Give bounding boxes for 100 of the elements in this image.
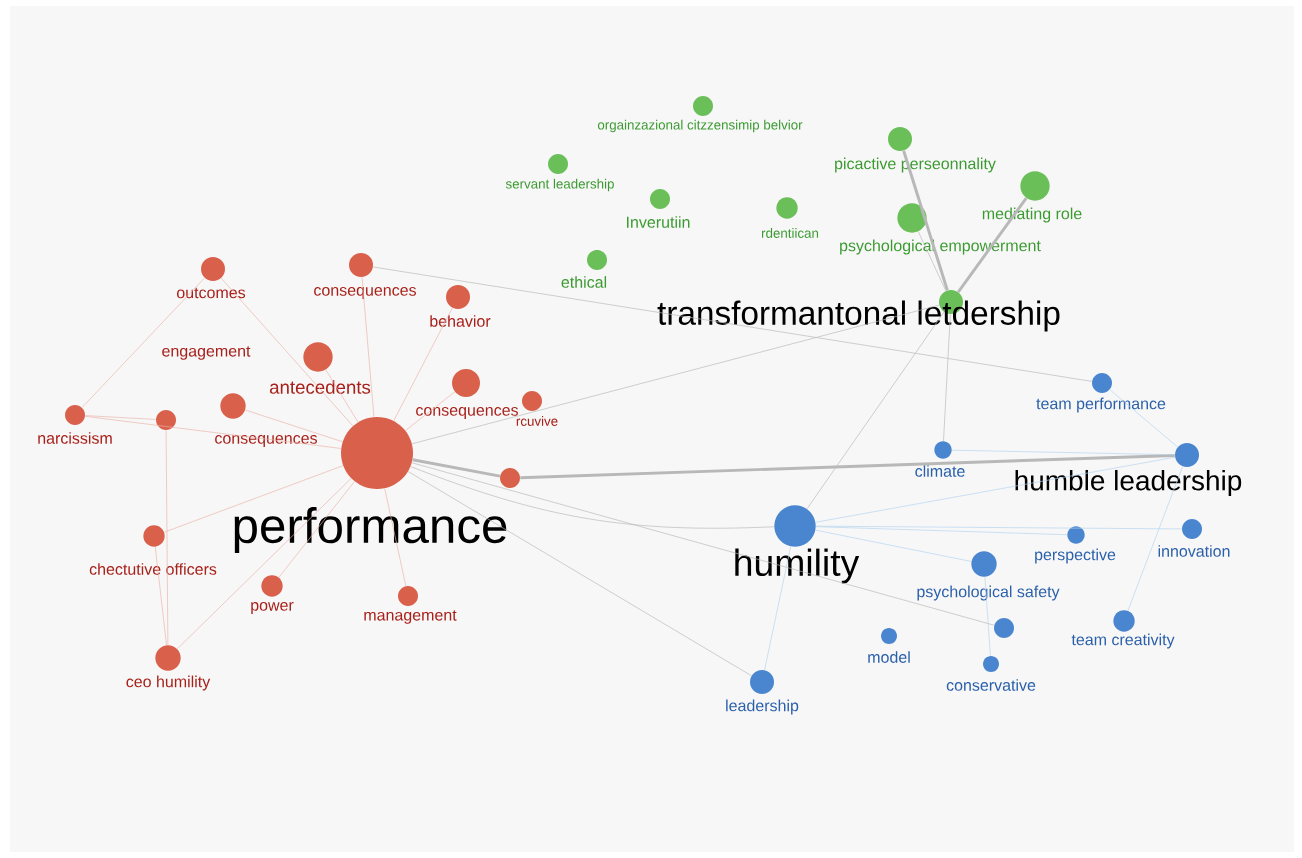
node-label: team creativity xyxy=(1071,633,1175,649)
connection-line xyxy=(984,576,991,657)
connection-line xyxy=(165,429,169,646)
node-label: servant leadership xyxy=(505,178,614,192)
node-label: model xyxy=(868,651,910,663)
node-label: consequences xyxy=(215,435,317,447)
keyword-node: consequences xyxy=(416,369,518,419)
node-label: mediating role xyxy=(982,207,1082,223)
connection-line xyxy=(361,276,375,418)
connection-line xyxy=(951,449,1176,456)
keyword-node: consequences xyxy=(215,393,317,447)
connection-line xyxy=(278,481,355,578)
keyword-node: perspective xyxy=(1035,526,1116,564)
connection-line xyxy=(764,546,791,671)
node-label: rdentiican xyxy=(761,228,819,238)
connection-line xyxy=(520,453,1175,480)
node-label: behavior xyxy=(430,315,491,327)
node-label: leadership xyxy=(726,699,799,715)
connection-line xyxy=(84,415,342,449)
keyword-node: chectutive officers xyxy=(89,525,217,575)
connection-line xyxy=(154,546,167,646)
node-label: ceo humility xyxy=(126,675,211,691)
connection-line xyxy=(1109,389,1178,448)
node-label: humility xyxy=(735,548,860,584)
keyword-node: management xyxy=(364,586,457,624)
node-label: picactive perseonnality xyxy=(835,157,996,173)
keyword-node: model xyxy=(868,628,910,663)
keyword-node: servant leadership xyxy=(505,154,614,192)
connection-line xyxy=(84,415,157,420)
node-label: transformantonal letdership xyxy=(657,300,1060,332)
connection-line xyxy=(405,391,456,431)
connection-line xyxy=(815,456,1176,523)
circle-node xyxy=(994,618,1014,638)
keyword-node: ethical xyxy=(561,250,607,288)
connection-line xyxy=(372,266,1093,382)
connection-line xyxy=(943,313,951,442)
node-label: outcomes xyxy=(176,287,246,299)
keyword-node: innovation xyxy=(1158,519,1230,557)
keyword-node: power xyxy=(251,575,294,614)
keyword-node: behavior xyxy=(430,285,491,327)
node-label: conservative xyxy=(946,679,1036,691)
node-label: humble leadership xyxy=(1015,469,1242,497)
node-label: rcuvive xyxy=(516,416,558,426)
connection-line xyxy=(412,458,501,478)
keyword-node: picactive perseonnality xyxy=(835,127,996,173)
circle-node xyxy=(500,468,520,488)
keyword-node: humble leadership xyxy=(1015,443,1242,497)
connection-line xyxy=(1127,466,1183,612)
node-label: perspective xyxy=(1035,548,1116,564)
keyword-node: narcissism xyxy=(38,405,112,444)
connection-line xyxy=(815,525,1183,530)
connection-line xyxy=(411,462,995,626)
keyword-node: team creativity xyxy=(1071,610,1175,649)
connection-line xyxy=(411,304,940,445)
connection-line xyxy=(176,478,352,650)
keyword-node: climate xyxy=(915,441,965,477)
connection-line xyxy=(407,471,752,677)
node-label: management xyxy=(364,610,457,624)
keyword-node: conservative xyxy=(946,656,1036,691)
connection-line xyxy=(902,150,949,291)
connection-line xyxy=(917,231,947,292)
connection-line xyxy=(410,466,775,529)
keyword-node: antecedents xyxy=(269,342,371,394)
connection-line xyxy=(957,197,1028,293)
keyword-node: humility xyxy=(735,505,860,584)
connection-line xyxy=(325,369,359,423)
keyword-node: ceo humility xyxy=(126,645,211,691)
keyword-node: consequences xyxy=(314,253,416,299)
node-label: psychological empowerment xyxy=(840,239,1041,255)
connection-line xyxy=(393,307,453,422)
connection-line xyxy=(220,277,354,427)
connection-line xyxy=(384,488,407,587)
node-label: Inverutiin xyxy=(627,216,690,228)
node-label: antecedents xyxy=(269,380,371,394)
node-label: power xyxy=(251,602,294,614)
node-label: orgainzazional citzzensimip belvior xyxy=(597,119,803,133)
keyword-node: leadership xyxy=(726,670,799,715)
connection-line xyxy=(163,465,344,533)
keyword-label: engagement xyxy=(162,346,251,360)
node-label: performance xyxy=(234,507,507,553)
connection-line xyxy=(815,529,972,562)
node-label: ethical xyxy=(561,276,607,288)
connection-line xyxy=(806,311,945,510)
connection-line xyxy=(81,277,205,408)
keyword-node: team performance xyxy=(1036,373,1166,413)
connection-line xyxy=(244,409,343,443)
node-label: narcissism xyxy=(38,432,112,444)
keyword-node: orgainzazional citzzensimip belvior xyxy=(597,96,803,133)
node-label: climate xyxy=(915,465,965,477)
keyword-node: Inverutiin xyxy=(627,189,690,228)
node-label: consequences xyxy=(416,407,519,419)
node-label: consequences xyxy=(314,287,417,299)
node-label: chectutive officers xyxy=(89,563,217,575)
node-label: psychological safety xyxy=(917,585,1060,601)
circle-node xyxy=(156,410,176,430)
node-label: team performance xyxy=(1036,397,1166,413)
keyword-node: rdentiican xyxy=(762,197,819,238)
keyword-node: outcomes xyxy=(177,257,246,299)
node-label: innovation xyxy=(1158,545,1230,557)
keyword-node: transformantonal letdership xyxy=(657,290,1060,332)
